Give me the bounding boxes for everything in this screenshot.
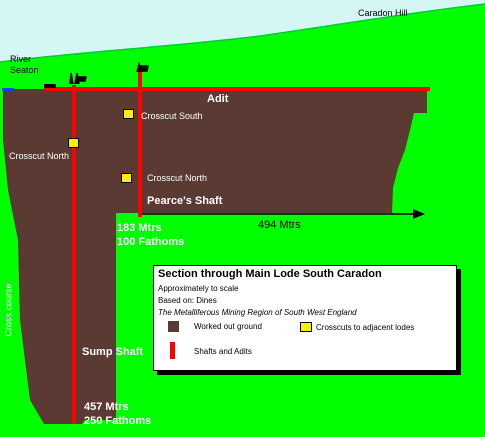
legend-shaft-label: Shafts and Adits — [194, 347, 252, 356]
pearces-shaft-headframe — [136, 61, 149, 73]
pearces-shaft-line — [138, 71, 142, 217]
distance-arrow-head — [413, 209, 425, 219]
river-seaton-water — [2, 88, 14, 91]
crosscut-south-label: Crosscut South — [141, 111, 203, 121]
river-seaton-label: River Seaton — [10, 54, 39, 75]
crosscut-north-right-label: Crosscut North — [147, 173, 208, 183]
depth-183-mtrs-label: 183 Mtrs — [117, 222, 162, 234]
legend-title: Section through Main Lode South Caradon — [158, 268, 382, 280]
pearces-shaft-label: Pearce's Shaft — [147, 195, 223, 207]
depth-457-mtrs-label: 457 Mtrs — [84, 401, 129, 413]
adit-label: Adit — [207, 93, 229, 105]
legend-reference: The Metalliferous Mining Region of South… — [158, 308, 357, 317]
crosscut-south-marker — [123, 109, 134, 119]
adit-line — [44, 87, 430, 91]
crosscut-north-right-marker — [121, 173, 132, 183]
ground-surface-edge — [0, 3, 485, 63]
worked-out-ground-area — [3, 89, 427, 424]
crosscut-north-left-marker — [68, 138, 79, 148]
distance-494-label: 494 Mtrs — [258, 219, 301, 231]
depth-250-fathoms-label: 250 Fathoms — [84, 415, 152, 427]
caradon-hill-label: Caradon Hill — [358, 8, 408, 18]
legend-scale-note: Approximately to scale — [158, 284, 239, 293]
legend-crosscut-label: Crosscuts to adjacent lodes — [316, 323, 415, 332]
sump-shaft-headframe — [69, 72, 87, 85]
adit-portal — [44, 84, 56, 88]
cross-course-label: Cross course — [3, 283, 14, 337]
sump-shaft-label: Sump Shaft — [82, 346, 144, 358]
legend-crosscut-swatch — [300, 322, 312, 332]
legend-shaft-swatch — [170, 342, 175, 359]
legend-worked-ground-swatch — [168, 321, 179, 332]
crosscut-north-left-label: Crosscut North — [9, 151, 70, 161]
legend-box: Section through Main Lode South Caradon … — [153, 265, 457, 371]
legend-based-on: Based on: Dines — [158, 296, 217, 305]
depth-100-fathoms-label: 100 Fathoms — [117, 236, 185, 248]
legend-worked-ground-label: Worked out ground — [194, 322, 262, 331]
sump-shaft-line — [72, 85, 76, 423]
